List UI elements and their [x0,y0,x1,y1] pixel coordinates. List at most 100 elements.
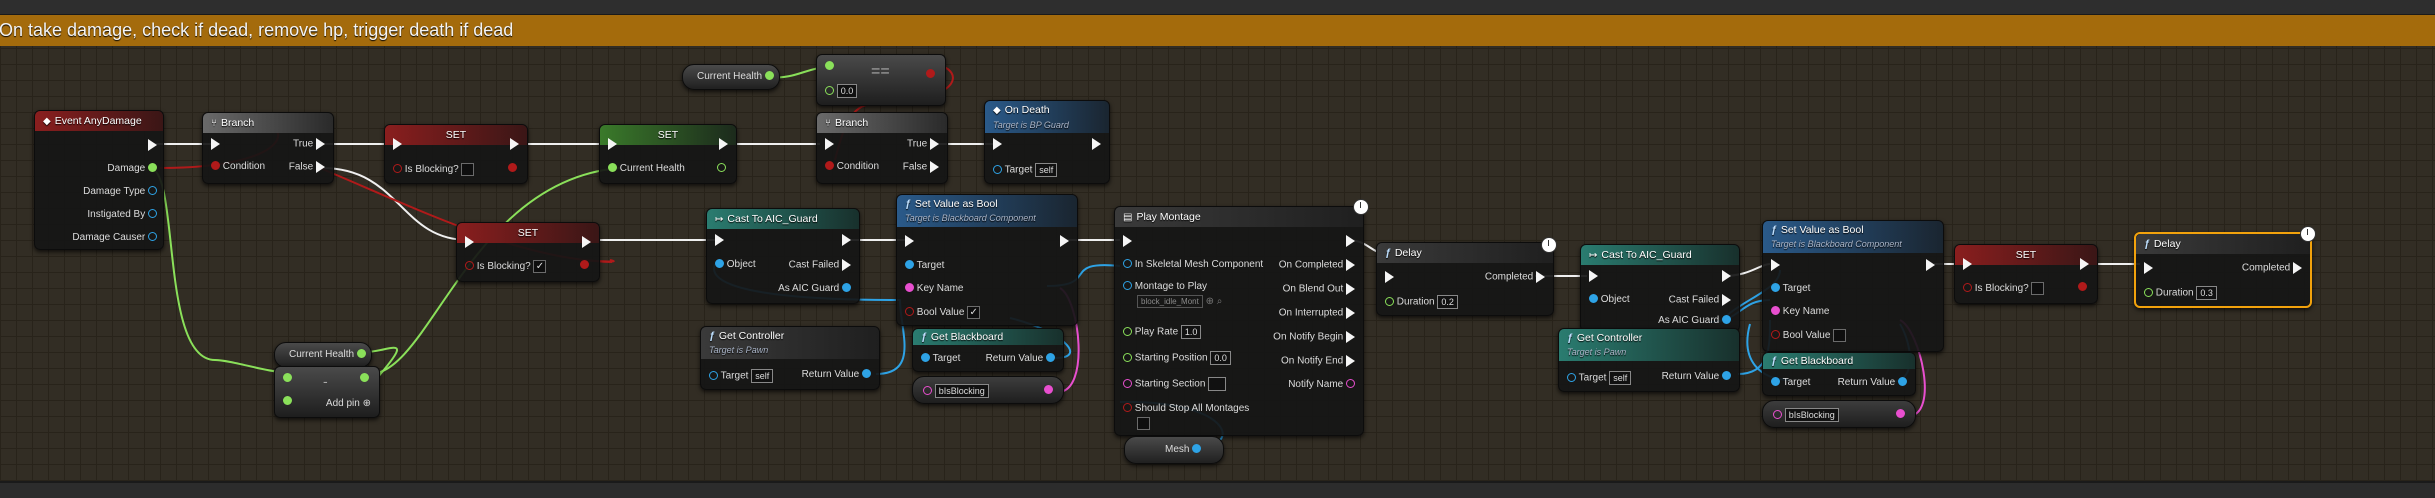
exec-in-pin[interactable] [715,234,724,246]
exec-out-pin[interactable] [719,138,728,150]
duration-pin[interactable] [2144,287,2153,297]
set-is-blocking-node-1[interactable]: SET Is Blocking? [384,124,528,184]
damage-causer-pin[interactable] [148,232,157,241]
play-montage-node[interactable]: ▤Play Montage In Skeletal Mesh Component… [1114,199,1369,436]
target-pin[interactable] [921,353,930,362]
return-value-pin[interactable] [862,369,871,378]
target-pin[interactable] [905,260,914,269]
key-pin[interactable] [1773,409,1782,419]
montage-dropdown[interactable]: block_idle_Mont [1137,295,1203,308]
bool-value-checkbox[interactable] [1833,329,1847,342]
starting-section-pin[interactable] [1123,378,1132,388]
exec-in-pin[interactable] [825,138,834,150]
on-interrupted-pin[interactable] [1346,307,1355,319]
current-health-getter-bottom[interactable]: Current Health [274,342,372,368]
set-current-health-node[interactable]: SET Current Health [599,124,737,184]
exec-in-pin[interactable] [905,235,914,247]
set-is-blocking-node-3[interactable]: SET Is Blocking? [1954,244,2098,304]
branch-node-2[interactable]: ⑂Branch True Condition False [816,112,948,184]
name-literal-node-1[interactable]: bIsBlocking [912,376,1064,404]
is-blocking-out-pin[interactable] [508,163,517,172]
target-pin[interactable] [1771,283,1780,292]
is-blocking-checkbox[interactable]: ✓ [533,260,547,273]
exec-in-pin[interactable] [393,138,402,150]
exec-out-pin[interactable] [510,138,519,150]
bool-value-pin[interactable] [1771,330,1780,340]
exec-out-pin[interactable] [148,139,157,151]
target-pin[interactable] [1771,377,1780,386]
montage-pin[interactable] [1123,281,1132,290]
completed-pin[interactable] [2293,262,2302,274]
starting-section-field[interactable] [1208,377,1227,391]
is-blocking-out-pin[interactable] [580,260,589,269]
on-blend-out-pin[interactable] [1346,283,1355,295]
name-literal-node-2[interactable]: bIsBlocking [1762,400,1916,428]
comment-title[interactable]: On take damage, check if dead, remove hp… [0,15,2435,46]
cast-failed-pin[interactable] [842,259,851,271]
set-is-blocking-node-2[interactable]: SET Is Blocking? ✓ [456,222,600,282]
exec-in-pin[interactable] [608,138,617,150]
return-value-pin[interactable] [1898,377,1907,386]
result-pin[interactable] [360,373,369,382]
exec-out-pin[interactable] [1926,259,1935,271]
key-out-pin[interactable] [1896,409,1905,418]
on-notify-end-pin[interactable] [1346,355,1355,367]
damage-type-pin[interactable] [148,186,157,195]
is-blocking-out-pin[interactable] [2078,282,2087,291]
play-rate-field[interactable]: 1.0 [1180,325,1202,339]
condition-pin[interactable] [825,161,834,170]
play-rate-pin[interactable] [1123,326,1132,336]
cast-to-aic-guard-node-2[interactable]: ↦Cast To AIC_Guard Object Cast Failed As… [1580,244,1740,332]
current-health-out-pin[interactable] [764,71,774,80]
bool-value-checkbox[interactable]: ✓ [967,306,981,319]
exec-in-pin[interactable] [1123,235,1132,247]
current-health-out-pin[interactable] [717,163,726,172]
exec-out-pin[interactable] [1722,270,1731,282]
exec-out-pin[interactable] [2080,258,2089,270]
a-pin[interactable] [825,61,834,70]
mesh-getter-node[interactable]: Mesh [1124,436,1224,464]
starting-position-field[interactable]: 0.0 [1210,351,1231,365]
is-blocking-pin[interactable] [1963,283,1972,293]
add-pin-button[interactable]: Add pin ⊕ [325,398,371,409]
is-blocking-checkbox[interactable] [461,163,475,176]
instigated-by-pin[interactable] [148,209,157,218]
false-exec-pin[interactable] [930,161,939,173]
true-exec-pin[interactable] [316,138,325,150]
true-exec-pin[interactable] [930,138,939,150]
return-value-pin[interactable] [1046,353,1055,362]
event-any-damage-node[interactable]: ◆Event AnyDamage Damage Damage Type Inst… [34,110,164,250]
target-pin[interactable] [709,370,718,380]
current-health-getter-top[interactable]: Current Health [682,64,780,90]
exec-in-pin[interactable] [993,138,1002,150]
exec-out-pin[interactable] [1060,235,1069,247]
mesh-out-pin[interactable] [1192,444,1202,453]
exec-out-pin[interactable] [582,236,591,248]
target-pin[interactable] [993,164,1002,174]
bool-value-pin[interactable] [905,307,914,317]
notify-name-pin[interactable] [1346,379,1355,388]
key-name-field[interactable]: bIsBlocking [934,384,989,398]
key-name-pin[interactable] [1771,306,1780,315]
exec-in-pin[interactable] [1963,258,1972,270]
result-pin[interactable] [926,69,935,78]
in-mesh-pin[interactable] [1123,259,1132,268]
duration-pin[interactable] [1385,296,1394,306]
on-completed-pin[interactable] [1346,259,1355,271]
key-name-pin[interactable] [905,283,914,292]
duration-field[interactable]: 0.2 [1437,295,1458,309]
condition-pin[interactable] [211,161,220,170]
object-pin[interactable] [1589,294,1598,303]
current-health-out-pin[interactable] [356,349,366,358]
should-stop-checkbox[interactable] [1137,417,1150,430]
key-out-pin[interactable] [1044,385,1053,394]
a-pin[interactable] [283,373,292,382]
object-pin[interactable] [715,259,724,268]
